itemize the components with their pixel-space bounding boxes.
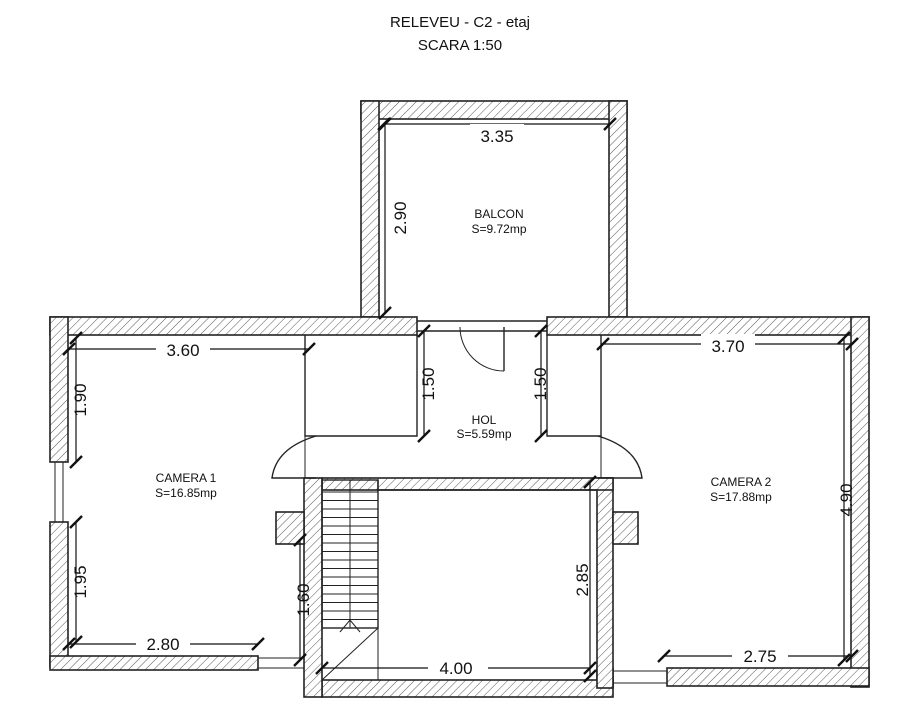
pillar-right (612, 511, 639, 545)
dim-camera1-left-upper: 1.90 (71, 383, 90, 416)
dim-hol-left: 1.50 (419, 367, 438, 400)
room-balcon-name: BALCON (474, 207, 523, 221)
dim-stair-bottom: 4.00 (439, 659, 472, 678)
room-hol-name: HOL (472, 413, 497, 427)
dim-stair-right: 2.85 (573, 563, 592, 596)
balcon-wall-top (360, 100, 628, 120)
stair-treads (322, 491, 378, 620)
dim-camera1-step: 1.60 (294, 583, 313, 616)
dim-camera1-bottom: 2.80 (146, 635, 179, 654)
room-camera1-name: CAMERA 1 (156, 471, 217, 485)
dim-camera2-bottom: 2.75 (743, 647, 776, 666)
dim-camera2-top: 3.70 (711, 337, 744, 356)
camera1-wall-bottom (49, 655, 259, 671)
room-balcon-area: S=9.72mp (471, 222, 526, 236)
interior-lines (50, 320, 667, 684)
camera1-wall-left-lower (49, 521, 69, 668)
camera2-wall-top (546, 316, 870, 336)
dimension-labels: 3.35 2.90 3.60 1.90 1.95 2.80 1.60 1.50 … (71, 124, 856, 678)
camera1-wall-left-upper (49, 316, 69, 463)
pillar-left (275, 511, 305, 545)
dim-hol-right: 1.50 (531, 367, 550, 400)
dim-camera1-left-lower: 1.95 (71, 565, 90, 598)
room-camera2-name: CAMERA 2 (711, 475, 772, 489)
dim-camera2-right: 4.90 (837, 483, 856, 516)
balcon-wall-right (608, 100, 628, 318)
camera1-wall-top (49, 316, 418, 336)
dim-camera1-top: 3.60 (166, 341, 199, 360)
room-camera2-area: S=17.88mp (710, 490, 772, 504)
dim-balcon-width: 3.35 (480, 127, 513, 146)
walls (49, 100, 870, 698)
room-camera1-area: S=16.85mp (155, 486, 217, 500)
room-labels: BALCON S=9.72mp HOL S=5.59mp CAMERA 1 S=… (155, 207, 772, 504)
plan-scale: SCARA 1:50 (417, 37, 503, 54)
plan-title: RELEVEU - C2 - etaj (389, 14, 531, 31)
balcon-wall-left (360, 100, 380, 318)
camera2-wall-right (850, 316, 870, 688)
stair-wall-right (596, 477, 614, 689)
room-hol-area: S=5.59mp (456, 427, 511, 441)
dim-balcon-depth: 2.90 (391, 201, 410, 234)
camera2-wall-bottom (666, 667, 870, 687)
stair-wall-bottom (321, 679, 614, 698)
dimension-lines (62, 117, 859, 683)
